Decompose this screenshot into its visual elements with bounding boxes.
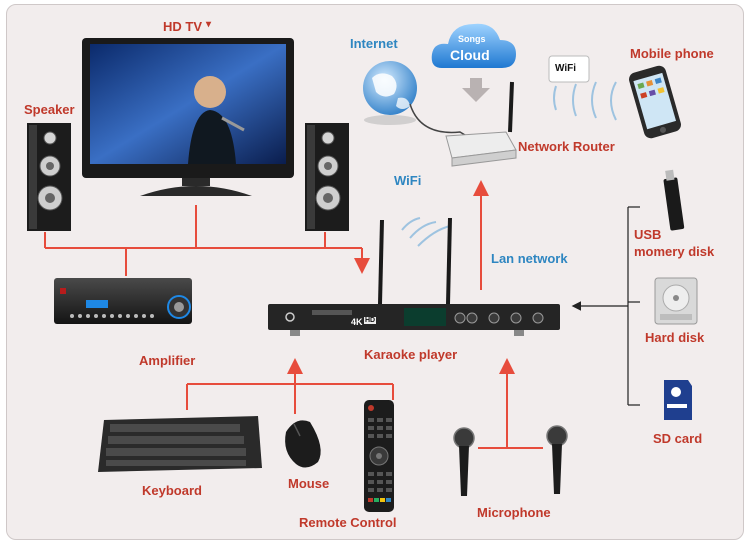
network-router-label: Network Router (518, 139, 615, 154)
microphone-label: Microphone (477, 505, 551, 520)
remote-control-image (364, 400, 394, 512)
amplifier-image (54, 278, 192, 324)
chevron-down-icon: ▾ (206, 19, 212, 30)
player-wifi-waves-icon (401, 217, 451, 247)
internet-label: Internet (350, 36, 398, 51)
phone-wifi-waves-icon (553, 81, 617, 121)
speaker-right-image (305, 123, 349, 231)
wifi-badge-label: WiFi (555, 63, 577, 74)
karaoke-player-image (268, 217, 560, 336)
connector-lines (44, 180, 543, 449)
usb-disk-image (663, 169, 685, 231)
amplifier-label: Amplifier (139, 353, 196, 368)
cloud-label: Cloud (450, 47, 490, 63)
keyboard-label: Keyboard (142, 483, 202, 498)
remote-control-label: Remote Control (299, 515, 397, 530)
wifi-badge (548, 55, 590, 83)
usb-memory-disk-label: momery disk (634, 244, 715, 259)
internet-globe-image (363, 61, 417, 125)
mouse-image (285, 420, 321, 468)
songs-cloud-image (431, 23, 516, 68)
wifi-label: WiFi (394, 173, 422, 188)
microphone-right-image (546, 425, 568, 494)
keyboard-image (98, 416, 262, 472)
speaker-left-image (27, 123, 71, 231)
mouse-label: Mouse (288, 476, 330, 491)
hd-tv-label: HD TV (163, 19, 202, 34)
usb-label: USB (634, 227, 662, 242)
internet-cable (409, 103, 471, 139)
hd-tv-image (82, 38, 294, 196)
mobile-phone-image (629, 65, 681, 139)
sd-card-label: SD card (653, 431, 703, 446)
hard-disk-image (654, 277, 698, 325)
microphone-left-image (453, 427, 475, 496)
network-router-image (445, 81, 517, 167)
player-4k-badge: 4K (351, 317, 363, 327)
speaker-label: Speaker (24, 102, 75, 117)
lan-network-label: Lan network (491, 251, 568, 266)
cloud-download-arrow (462, 78, 490, 102)
karaoke-player-label: Karaoke player (364, 347, 458, 362)
storage-bracket (571, 206, 640, 406)
player-hd-badge: HD (364, 317, 377, 324)
sd-card-image (664, 380, 692, 420)
hard-disk-label: Hard disk (645, 330, 705, 345)
mobile-phone-label: Mobile phone (630, 46, 714, 61)
cloud-songs-label: Songs (458, 34, 486, 44)
